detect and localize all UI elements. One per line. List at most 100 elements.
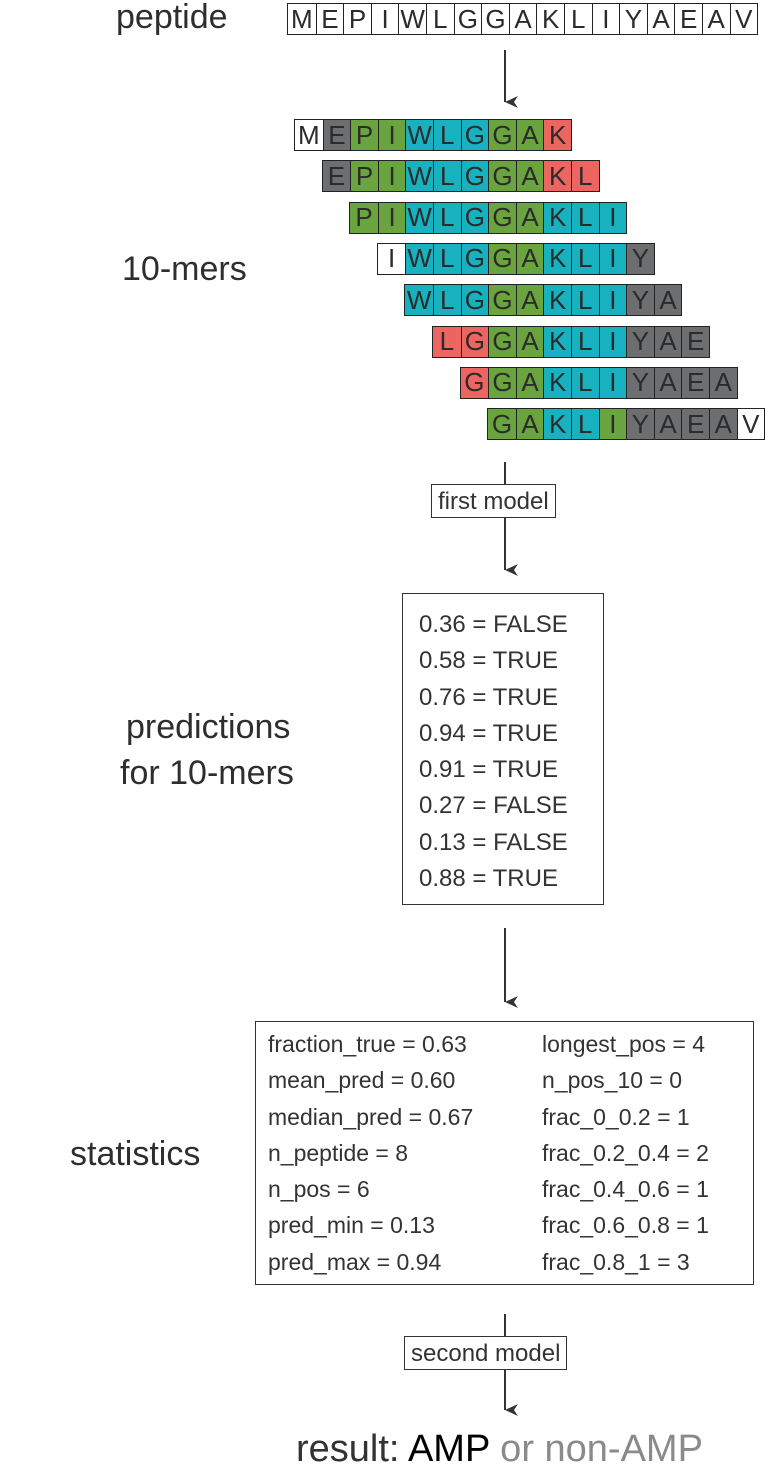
kmer-residue: Y bbox=[626, 409, 654, 440]
kmer-residue: I bbox=[377, 202, 406, 233]
kmer-residue: L bbox=[432, 161, 461, 192]
kmer-residue: W bbox=[405, 161, 433, 192]
kmer-residue: A bbox=[653, 367, 682, 398]
peptide-residue: I bbox=[370, 4, 399, 34]
peptide-residue: E bbox=[315, 4, 344, 34]
kmer-residue: L bbox=[570, 326, 599, 357]
kmer-residue: A bbox=[708, 409, 737, 440]
statistic-item: frac_0.6_0.8 = 1 bbox=[542, 1212, 709, 1239]
kmer-residue: W bbox=[405, 202, 433, 233]
peptide-residue: K bbox=[536, 4, 564, 34]
predictions-label-line1: predictions bbox=[126, 708, 291, 746]
statistic-item: frac_0.2_0.4 = 2 bbox=[542, 1139, 709, 1166]
kmer-residue: E bbox=[322, 161, 351, 192]
kmer-residue: P bbox=[350, 202, 378, 233]
kmer-residue: I bbox=[598, 326, 627, 357]
statistic-item: n_peptide = 8 bbox=[268, 1139, 409, 1166]
kmer-residue: G bbox=[488, 367, 516, 398]
kmer-residue: G bbox=[460, 202, 489, 233]
kmer-residue: E bbox=[681, 326, 709, 357]
peptide-residue: I bbox=[591, 4, 620, 34]
peptide-residue: G bbox=[453, 4, 482, 34]
prediction-line: 0.36 = FALSE bbox=[419, 611, 568, 638]
kmer-residue: A bbox=[653, 326, 682, 357]
predictions-label-line2: for 10-mers bbox=[120, 754, 294, 792]
peptide-residue: P bbox=[343, 4, 371, 34]
kmer-residue: I bbox=[598, 243, 627, 274]
kmer-residue: P bbox=[350, 120, 378, 150]
kmer-residue: A bbox=[515, 161, 544, 192]
kmer-residue: G bbox=[460, 326, 489, 357]
kmer-residue: A bbox=[515, 120, 544, 150]
kmer-residue: I bbox=[598, 367, 627, 398]
kmer-residue: G bbox=[488, 161, 516, 192]
kmer-residue: E bbox=[681, 367, 709, 398]
kmer-residue: A bbox=[515, 326, 544, 357]
peptide-residue: L bbox=[425, 4, 454, 34]
peptide-residue: L bbox=[563, 4, 592, 34]
kmer-residue: P bbox=[350, 161, 378, 192]
peptide-label: peptide bbox=[116, 0, 228, 36]
kmer-residue: G bbox=[460, 161, 489, 192]
peptide-residue: E bbox=[674, 4, 702, 34]
kmer-residue: L bbox=[570, 285, 599, 316]
kmer-residue: W bbox=[405, 243, 433, 274]
first-model-box: first model bbox=[431, 484, 556, 518]
kmer-residue: G bbox=[488, 202, 516, 233]
kmer-residue: M bbox=[295, 120, 323, 150]
kmer-residue: Y bbox=[626, 326, 654, 357]
kmer-residue: G bbox=[488, 285, 516, 316]
kmer-residue: L bbox=[432, 120, 461, 150]
statistic-item: frac_0.4_0.6 = 1 bbox=[542, 1176, 709, 1203]
kmer-residue: A bbox=[515, 243, 544, 274]
kmer-residue: W bbox=[405, 284, 433, 316]
kmer-residue: K bbox=[543, 285, 571, 316]
kmer-residue: G bbox=[460, 285, 489, 316]
statistic-item: median_pred = 0.67 bbox=[268, 1103, 474, 1130]
kmer-residue: I bbox=[377, 243, 406, 274]
kmer-residue: K bbox=[543, 243, 571, 274]
kmer-residue: A bbox=[515, 202, 544, 233]
kmer-residue: L bbox=[570, 367, 599, 398]
kmer-residue: I bbox=[598, 409, 627, 440]
prediction-line: 0.88 = TRUE bbox=[419, 865, 558, 893]
kmer-residue: K bbox=[543, 367, 571, 398]
statistic-item: n_pos_10 = 0 bbox=[542, 1067, 683, 1094]
kmer-residue: L bbox=[432, 202, 461, 233]
kmer-residue: K bbox=[543, 120, 571, 150]
kmer-residue: K bbox=[543, 202, 571, 233]
statistic-item: frac_0.8_1 = 3 bbox=[542, 1248, 690, 1275]
kmer-residue: I bbox=[377, 161, 406, 192]
prediction-line: 0.58 = TRUE bbox=[419, 647, 558, 675]
kmer-residue: A bbox=[515, 285, 544, 316]
statistic-item: fraction_true = 0.63 bbox=[268, 1031, 467, 1057]
statistic-item: pred_min = 0.13 bbox=[268, 1212, 435, 1239]
kmer-residue: A bbox=[515, 409, 544, 440]
kmer-residue: E bbox=[322, 120, 351, 150]
result-prefix: result: bbox=[296, 1428, 408, 1470]
kmer-residue: I bbox=[598, 202, 627, 233]
result-line: result: AMP or non-AMP bbox=[296, 1428, 703, 1471]
kmer-residue: L bbox=[570, 409, 599, 440]
kmer-residue: Y bbox=[626, 243, 654, 274]
prediction-line: 0.94 = TRUE bbox=[419, 719, 558, 747]
kmer-residue: G bbox=[488, 120, 516, 150]
kmers-label: 10-mers bbox=[122, 250, 247, 288]
kmer-residue: G bbox=[488, 243, 516, 274]
result-non-amp: non-AMP bbox=[544, 1428, 703, 1470]
kmer-residue: G bbox=[460, 367, 489, 398]
kmer-residue: I bbox=[598, 285, 627, 316]
kmer-residue: G bbox=[460, 120, 489, 150]
peptide-residue: A bbox=[508, 4, 537, 34]
prediction-line: 0.27 = FALSE bbox=[419, 792, 568, 820]
